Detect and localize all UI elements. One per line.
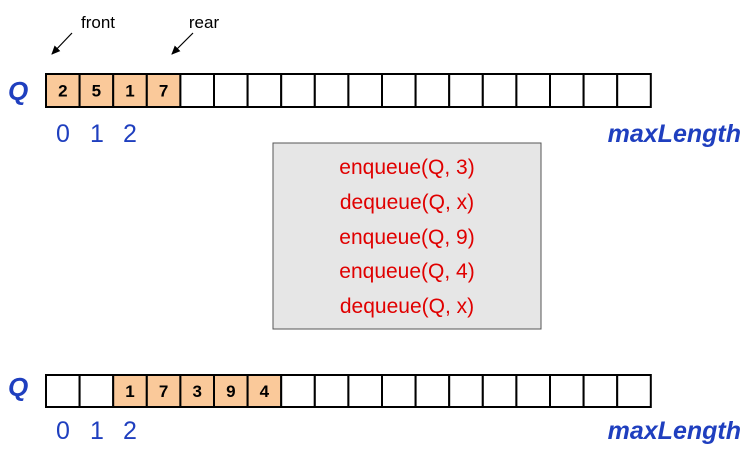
operation-4: enqueue(Q, 4) xyxy=(339,260,474,283)
operation-3: enqueue(Q, 9) xyxy=(339,226,474,249)
queue-after-cell-15 xyxy=(549,374,585,408)
queue-before-cells: 2 5 1 7 xyxy=(45,73,652,108)
queue-after-cell-0 xyxy=(45,374,81,408)
queue-after-cell-value-2: 1 xyxy=(125,382,134,401)
queue-after-cell-6 xyxy=(246,374,283,408)
queue-after-cell-10 xyxy=(381,374,417,408)
index-0: 0 xyxy=(56,120,70,148)
queue-before-cell-12 xyxy=(448,73,484,108)
operations-panel xyxy=(272,142,542,330)
queue-before-cell-value-0: 2 xyxy=(58,82,67,101)
queue-after-label: Q xyxy=(8,372,28,402)
queue-after-cell-value-5: 9 xyxy=(226,382,235,401)
queue-before-cell-value-1: 5 xyxy=(92,82,101,101)
queue-before-cell-16 xyxy=(582,73,619,108)
queue-before-cell-value-3: 7 xyxy=(159,82,168,101)
operations-box: enqueue(Q, 3) dequeue(Q, x) enqueue(Q, 9… xyxy=(272,142,542,330)
index-0: 0 xyxy=(56,417,70,445)
queue-before-cell-4 xyxy=(179,73,215,108)
queue-before-cell-8 xyxy=(313,73,350,108)
queue-before-cell-13 xyxy=(481,73,518,108)
queue-after-cell-1 xyxy=(78,374,115,408)
queue-after-cell-4 xyxy=(179,374,215,408)
queue-after-cell-16 xyxy=(582,374,619,408)
queue-after-cell-value-6: 4 xyxy=(260,382,270,401)
rear-pointer-arrow xyxy=(171,32,194,55)
front-pointer-label: front xyxy=(81,13,115,32)
operation-1: enqueue(Q, 3) xyxy=(339,156,474,179)
max-length-label: maxLength xyxy=(608,120,741,148)
operation-5: dequeue(Q, x) xyxy=(340,295,474,318)
queue-after-cells: 1 7 3 9 4 xyxy=(45,374,652,408)
queue-before-cell-17 xyxy=(616,73,652,108)
queue-before-cell-15 xyxy=(549,73,585,108)
index-1: 1 xyxy=(90,120,104,148)
queue-before-cell-11 xyxy=(414,73,451,108)
queue-after-cell-9 xyxy=(347,374,383,408)
queue-after-cell-12 xyxy=(448,374,484,408)
queue-after-cell-8 xyxy=(313,374,350,408)
queue-before-cell-0 xyxy=(45,73,81,108)
queue-after: Q 1 7 3 9 4 0 1 2 maxLength xyxy=(8,372,741,445)
max-length-label: maxLength xyxy=(608,417,741,445)
queue-before-cell-1 xyxy=(78,73,115,108)
index-1: 1 xyxy=(90,417,104,445)
queue-after-cell-value-4: 3 xyxy=(192,382,201,401)
queue-before-cell-6 xyxy=(246,73,283,108)
queue-after-cell-14 xyxy=(515,374,552,408)
queue-after-cell-3 xyxy=(145,374,182,408)
queue-after-cell-5 xyxy=(213,374,249,408)
queue-after-cell-17 xyxy=(616,374,652,408)
queue-after-cell-7 xyxy=(280,374,316,408)
rear-pointer-label: rear xyxy=(189,13,220,32)
queue-before-cell-value-2: 1 xyxy=(125,82,134,101)
queue-before-cell-7 xyxy=(280,73,316,108)
queue-before-cell-14 xyxy=(515,73,552,108)
front-pointer-arrow xyxy=(51,32,73,55)
queue-before-cell-5 xyxy=(213,73,249,108)
queue-after-cell-11 xyxy=(414,374,451,408)
operation-2: dequeue(Q, x) xyxy=(340,191,474,214)
queue-before-cell-9 xyxy=(347,73,383,108)
queue-before-cell-10 xyxy=(381,73,417,108)
index-2: 2 xyxy=(123,417,137,445)
queue-before-label: Q xyxy=(8,76,28,106)
queue-before-cell-2 xyxy=(112,73,148,108)
index-2: 2 xyxy=(123,120,137,148)
queue-before: Q front rear 2 5 1 7 0 1 2 maxLength xyxy=(8,13,741,148)
queue-after-cell-13 xyxy=(481,374,518,408)
queue-after-cell-value-3: 7 xyxy=(159,382,168,401)
